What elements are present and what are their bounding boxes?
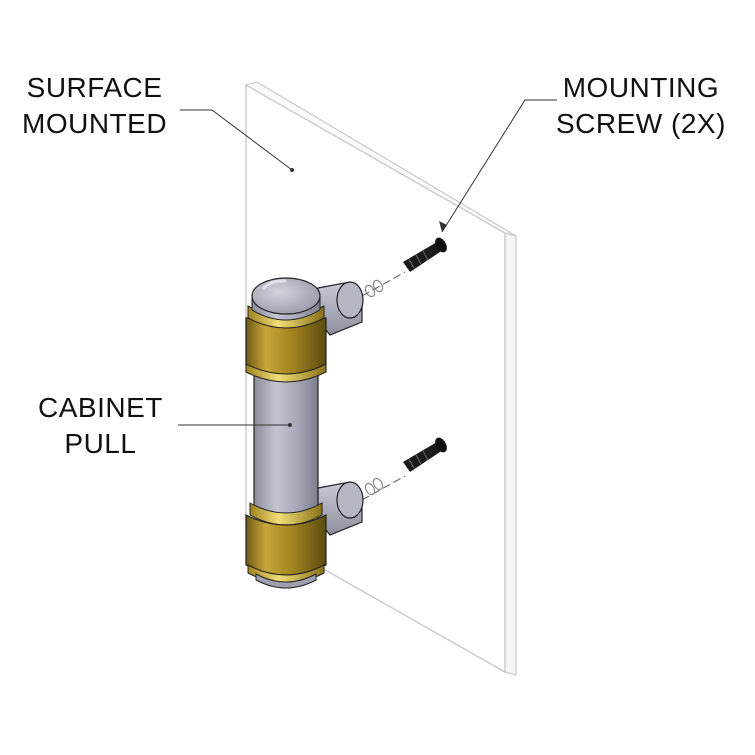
mounting-screw-label-line2: SCREW (2X) [556,108,726,139]
screw-leader-arrow [439,221,447,232]
screw-leader [441,99,557,233]
surface-mounted-label: SURFACE MOUNTED [22,70,167,142]
cabinet-pull-label-line1: CABINET [38,392,163,423]
cabinet-pull-label-line2: PULL [64,428,137,459]
leader-lines [178,99,557,427]
cabinet-pull-label: CABINET PULL [38,390,163,462]
mounting-screw-label: MOUNTING SCREW (2X) [556,70,726,142]
surface-mounted-label-line2: MOUNTED [22,108,168,139]
surface-mounted-label-line1: SURFACE [26,72,163,103]
mounting-screw-lower [361,437,447,501]
standoff-post-upper [317,281,364,336]
mounting-screw-label-line1: MOUNTING [562,72,720,103]
cabinet-pull-bar [245,277,327,589]
pull-leader-dot [288,423,292,427]
surface-leader [180,109,293,171]
mounting-screw-upper [361,237,447,298]
surface-leader-dot [290,168,294,172]
